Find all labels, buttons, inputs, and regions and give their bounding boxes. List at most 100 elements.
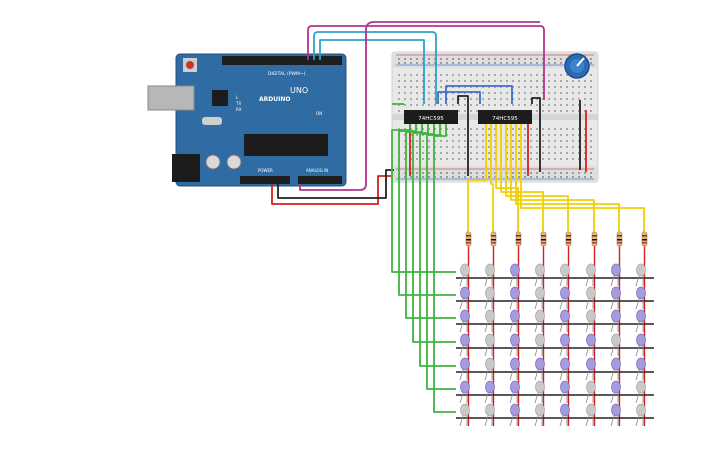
led[interactable] xyxy=(534,357,545,381)
wire-green-row-2[interactable] xyxy=(398,124,456,296)
wire-blue-link-2[interactable] xyxy=(445,85,513,104)
led[interactable] xyxy=(534,309,545,333)
shift-register-1[interactable]: 74HC595 xyxy=(404,110,458,124)
wire-yellow-col-3[interactable] xyxy=(495,124,519,232)
wire-green-row-3[interactable] xyxy=(405,124,456,319)
led[interactable] xyxy=(559,309,570,333)
wire-cyan-top[interactable] xyxy=(313,31,437,104)
wire-blue-link[interactable] xyxy=(437,91,481,104)
wire-yellow-col-6[interactable] xyxy=(510,124,595,232)
resistors[interactable] xyxy=(465,231,648,247)
led[interactable] xyxy=(559,263,570,287)
led[interactable] xyxy=(559,357,570,381)
led[interactable] xyxy=(559,286,570,310)
led-matrix[interactable] xyxy=(456,246,654,427)
led[interactable] xyxy=(559,380,570,404)
led[interactable] xyxy=(610,357,621,381)
led[interactable] xyxy=(559,333,570,357)
wire-green-row-5[interactable] xyxy=(419,124,456,367)
led[interactable] xyxy=(484,263,495,287)
wire-cyan-top-2[interactable] xyxy=(319,39,425,104)
led[interactable] xyxy=(509,263,520,287)
led[interactable] xyxy=(509,286,520,310)
led[interactable] xyxy=(585,403,596,427)
led[interactable] xyxy=(534,263,545,287)
wire-yellow-col-5[interactable] xyxy=(505,124,569,232)
arduino-board[interactable]: ARDUINO UNO DIGITAL (PWM~) POWER ANALOG … xyxy=(147,53,347,187)
wire-black-gnd[interactable] xyxy=(277,169,394,199)
led[interactable] xyxy=(610,380,621,404)
led[interactable] xyxy=(635,380,646,404)
wire-yellow-col-1[interactable] xyxy=(467,124,487,232)
wire-yellow-col-7[interactable] xyxy=(515,124,620,232)
resistor-8[interactable] xyxy=(641,231,648,247)
led[interactable] xyxy=(509,380,520,404)
atmega-chip xyxy=(244,134,328,156)
wire-magenta-loop[interactable] xyxy=(299,21,540,191)
wire-yellow-col-4[interactable] xyxy=(500,124,544,232)
resistor-7[interactable] xyxy=(616,231,623,247)
led[interactable] xyxy=(585,263,596,287)
led[interactable] xyxy=(610,403,621,427)
led[interactable] xyxy=(534,380,545,404)
arduino-brand-text: ARDUINO xyxy=(259,96,290,103)
led[interactable] xyxy=(610,309,621,333)
wire-red-power[interactable] xyxy=(271,175,392,205)
resistor-1[interactable] xyxy=(465,231,472,247)
led[interactable] xyxy=(610,263,621,287)
led[interactable] xyxy=(559,403,570,427)
led[interactable] xyxy=(484,286,495,310)
led[interactable] xyxy=(484,357,495,381)
led[interactable] xyxy=(534,286,545,310)
shift-register-2[interactable]: 74HC595 xyxy=(478,110,532,124)
resistor-6[interactable] xyxy=(591,231,598,247)
resistor-5[interactable] xyxy=(565,231,572,247)
led[interactable] xyxy=(509,333,520,357)
led[interactable] xyxy=(635,403,646,427)
resistor-3[interactable] xyxy=(515,231,522,247)
resistor-2[interactable] xyxy=(490,231,497,247)
led[interactable] xyxy=(585,309,596,333)
led[interactable] xyxy=(509,357,520,381)
wire-yellow-col-2[interactable] xyxy=(490,124,494,232)
wire-green-row-6[interactable] xyxy=(426,124,456,390)
potentiometer[interactable] xyxy=(564,53,590,79)
led[interactable] xyxy=(635,286,646,310)
led[interactable] xyxy=(610,333,621,357)
led[interactable] xyxy=(534,333,545,357)
digital-header[interactable] xyxy=(222,56,342,65)
led[interactable] xyxy=(534,403,545,427)
led[interactable] xyxy=(459,263,470,287)
wire-black-chip2[interactable] xyxy=(531,97,541,172)
led[interactable] xyxy=(585,333,596,357)
resistor-4[interactable] xyxy=(540,231,547,247)
wires[interactable] xyxy=(271,21,645,413)
wire-green-row-7[interactable] xyxy=(433,124,456,413)
led[interactable] xyxy=(585,380,596,404)
led[interactable] xyxy=(509,403,520,427)
wire-magenta-top[interactable] xyxy=(307,25,545,100)
led[interactable] xyxy=(459,357,470,381)
analog-header[interactable] xyxy=(298,176,342,184)
power-header[interactable] xyxy=(240,176,290,184)
led[interactable] xyxy=(635,357,646,381)
led[interactable] xyxy=(484,380,495,404)
led[interactable] xyxy=(459,333,470,357)
led[interactable] xyxy=(610,286,621,310)
wire-yellow-col-8[interactable] xyxy=(520,124,645,232)
led[interactable] xyxy=(484,403,495,427)
led[interactable] xyxy=(484,333,495,357)
led[interactable] xyxy=(635,333,646,357)
wire-black-chip1[interactable] xyxy=(457,95,469,176)
led[interactable] xyxy=(459,380,470,404)
led[interactable] xyxy=(459,403,470,427)
led[interactable] xyxy=(459,309,470,333)
led[interactable] xyxy=(585,357,596,381)
led[interactable] xyxy=(459,286,470,310)
led[interactable] xyxy=(635,263,646,287)
led[interactable] xyxy=(484,309,495,333)
led[interactable] xyxy=(635,309,646,333)
led[interactable] xyxy=(585,286,596,310)
led[interactable] xyxy=(509,309,520,333)
